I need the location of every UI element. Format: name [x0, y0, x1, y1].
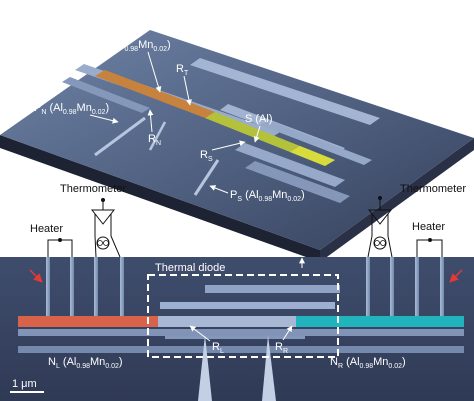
center-bar-2: [160, 302, 335, 309]
probe-ps: [193, 159, 220, 196]
sem-slab-edge: [320, 138, 474, 262]
sem-slab-side: [0, 135, 320, 262]
sem-slab-top: [0, 30, 474, 250]
label-pn-material: PN (Al0.98Mn0.02): [34, 102, 109, 116]
left-thermometer-node: [101, 198, 105, 202]
label-rs: RS: [200, 149, 213, 163]
label-heater-right: Heater: [412, 221, 445, 233]
label-rn: RN: [148, 133, 161, 147]
left-heater-node: [58, 238, 62, 242]
left-contact-probes: [46, 257, 124, 317]
center-bar-1: [205, 285, 340, 293]
label-s-al: S (Al): [245, 113, 273, 125]
middle-grey-segment: [158, 316, 296, 327]
right-probe-3: [415, 257, 419, 317]
probe-pn: [94, 116, 146, 157]
right-probe-4: [440, 257, 444, 317]
right-probe-1: [366, 257, 370, 317]
nr-cyan-segment: [296, 316, 464, 327]
probe-rn: [148, 121, 167, 151]
right-contact-probes: [366, 257, 444, 317]
right-amplifier-icon: [367, 209, 393, 225]
center-bar-5: [18, 346, 464, 353]
top-sem-image: N (Al0.98Mn0.02) RT PN (Al0.98Mn0.02) S …: [0, 30, 474, 262]
left-circuit: Thermometer Heater: [30, 183, 126, 258]
left-amplifier-icon: [90, 209, 116, 225]
left-probe-1: [46, 257, 50, 317]
label-nr-material: NR (Al0.98Mn0.02): [330, 356, 406, 370]
right-circuit: Thermometer Heater: [367, 183, 466, 258]
right-thermometer-node: [378, 196, 382, 200]
red-arrow-left: [29, 269, 43, 283]
label-thermal-diode: Thermal diode: [155, 262, 225, 274]
label-thermometer-left: Thermometer: [60, 183, 126, 195]
top-bar-7: [260, 120, 372, 165]
thermal-diode-box: [147, 274, 339, 358]
label-heater-left: Heater: [30, 223, 63, 235]
label-rt: RT: [176, 63, 189, 77]
top-bar-3: [62, 77, 150, 113]
right-probe-2: [390, 257, 394, 317]
n-copper-segment: [95, 70, 215, 118]
scale-bar-label: 1 μm: [12, 378, 37, 390]
top-bar-4: [235, 143, 345, 187]
left-probe-2: [70, 257, 74, 317]
s-yellow-tip: [290, 146, 335, 166]
label-n-material: N (Al0.98Mn0.02): [100, 39, 171, 53]
top-bar-5: [245, 161, 350, 203]
label-thermometer-right: Thermometer: [400, 183, 466, 195]
left-probe-4: [120, 257, 124, 317]
right-heater-node: [428, 238, 432, 242]
center-bar-4: [18, 329, 464, 336]
label-rl: RL: [212, 341, 224, 355]
left-probe-3: [94, 257, 98, 317]
top-bar-2: [190, 58, 380, 125]
label-ps-material: PS (Al0.98Mn0.02): [230, 189, 305, 203]
lower-spike-right: [262, 335, 276, 401]
label-rr: RR: [275, 341, 288, 355]
right-current-source-icon: [373, 236, 387, 250]
left-current-source-icon: [96, 236, 110, 250]
nl-red-segment: [18, 316, 158, 327]
central-bars: [18, 285, 464, 353]
label-nl-material: NL (Al0.98Mn0.02): [48, 356, 123, 370]
red-arrow-right: [449, 269, 463, 283]
lower-spike-left: [198, 335, 212, 401]
scale-bar: 1 μm: [10, 378, 44, 393]
